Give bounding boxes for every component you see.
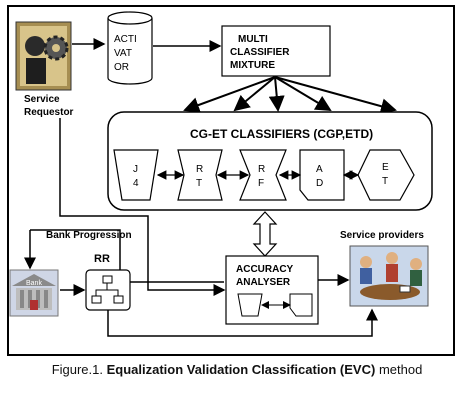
multi-classifier-label-2: CLASSIFIER xyxy=(230,47,290,58)
activator-label-2: VAT xyxy=(114,48,132,59)
analyser-pentagon-shape xyxy=(289,293,313,317)
classifier-j48-label-1: J xyxy=(133,164,138,175)
multi-classifier-label-3: MIXTURE xyxy=(230,60,275,71)
bank-sign-text: Bank xyxy=(26,280,42,287)
caption-bold: Equalization Validation Classification (… xyxy=(106,362,376,377)
classifier-ad-label-1: A xyxy=(316,164,323,175)
caption-prefix: Figure.1. xyxy=(51,362,107,377)
classifier-j48-label-2: 4 xyxy=(133,178,139,189)
classifier-rf-label-1: R xyxy=(258,164,265,175)
classifier-rt-shape xyxy=(177,149,223,201)
bank-progression-label: Bank Progression xyxy=(46,230,132,241)
hierarchy-icon xyxy=(91,275,124,304)
caption-suffix: method xyxy=(375,362,423,377)
cg-et-title: CG-ET CLASSIFIERS (CGP,ETD) xyxy=(190,127,373,141)
multi-classifier-label-1: MULTI xyxy=(238,34,268,45)
classifier-rt-label-2: T xyxy=(196,178,202,189)
activator-label-3: OR xyxy=(114,62,129,73)
classifier-rt-label-1: R xyxy=(196,164,203,175)
service-requestor-label-1: Service xyxy=(24,94,60,105)
accuracy-analyser-label-2: ANALYSER xyxy=(236,277,291,288)
bank-icon xyxy=(9,269,59,317)
service-requestor-icon xyxy=(15,21,72,91)
activator-cylinder xyxy=(107,11,153,85)
fanout-arrows xyxy=(183,76,397,115)
classifier-ad-label-2: D xyxy=(316,178,323,189)
figure-caption: Figure.1. Equalization Validation Classi… xyxy=(0,362,474,377)
rr-label: RR xyxy=(94,253,110,265)
service-providers-label: Service providers xyxy=(340,230,424,241)
classifier-et-label-1: E xyxy=(382,162,389,173)
classifier-analyser-double-arrow xyxy=(252,211,278,257)
classifier-j48-shape xyxy=(113,149,159,201)
activator-label-1: ACTI xyxy=(114,34,137,45)
service-requestor-label-2: Requestor xyxy=(24,107,74,118)
accuracy-analyser-label-1: ACCURACY xyxy=(236,264,294,275)
classifier-rf-shape xyxy=(239,149,287,201)
classifier-ad-shape xyxy=(299,149,345,201)
multi-classifier-box xyxy=(221,25,331,77)
outer-frame xyxy=(7,5,455,356)
service-providers-icon xyxy=(349,245,429,307)
feedback-lines xyxy=(24,118,378,337)
classifier-et-label-2: T xyxy=(382,176,388,187)
classifier-rf-label-2: F xyxy=(258,178,264,189)
analyser-trapezoid-shape xyxy=(237,293,263,317)
